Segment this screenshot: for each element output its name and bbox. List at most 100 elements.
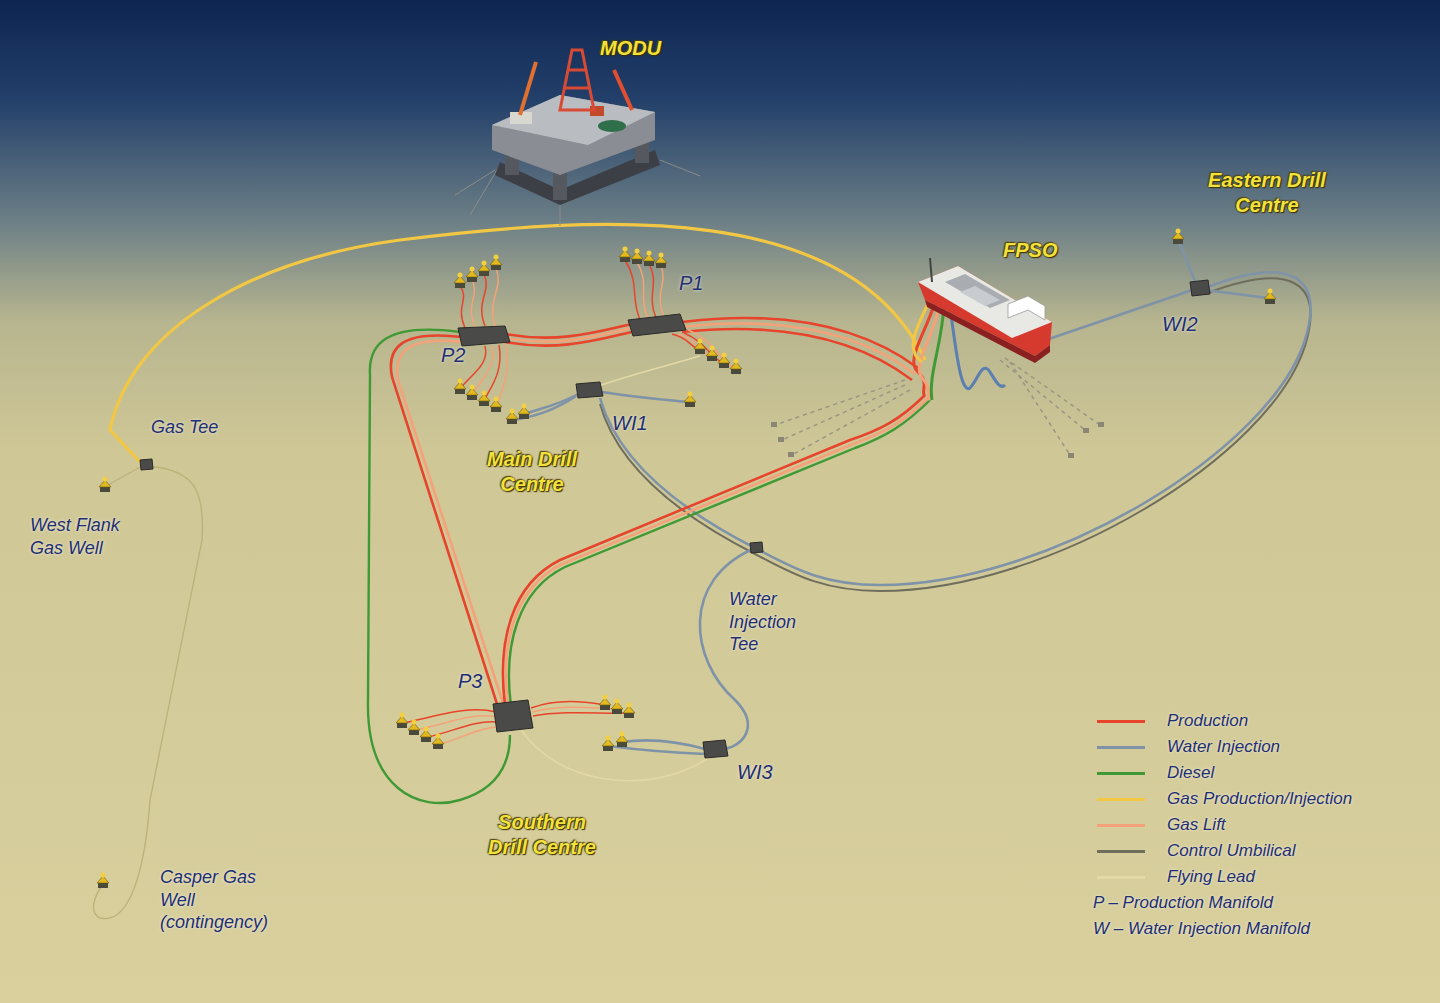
- mooring-line: [1000, 360, 1085, 430]
- water-injection-line: [608, 746, 705, 754]
- production-lines: [391, 318, 928, 705]
- legend-row: Production: [1093, 708, 1352, 734]
- wellhead: [631, 249, 643, 265]
- well-lead: [440, 727, 498, 744]
- rig-crane: [520, 62, 536, 115]
- well-lead: [660, 266, 664, 317]
- legend-text: Gas Production/Injection: [1167, 789, 1352, 809]
- anchor: [788, 452, 794, 457]
- well-lead: [471, 280, 475, 327]
- well-label: Casper Gas Well (contingency): [160, 866, 278, 934]
- well-lead: [460, 286, 465, 328]
- wellhead: [1172, 229, 1184, 245]
- flying-lead: [598, 356, 700, 386]
- vessel-label: FPSO: [1003, 238, 1057, 263]
- wellhead: [619, 247, 631, 263]
- manifold-label: P1: [679, 271, 703, 296]
- fpso-accommodation: [1008, 296, 1045, 320]
- flying-lead: [520, 728, 712, 781]
- legend-row: W – Water Injection Manifold: [1093, 916, 1352, 942]
- manifold-label: P3: [458, 669, 482, 694]
- water-injection-manifold: [576, 382, 603, 398]
- legend-box: ProductionWater InjectionDieselGas Produ…: [1093, 708, 1352, 942]
- wellhead: [623, 703, 635, 719]
- wellhead: [420, 727, 432, 743]
- wellheads: [97, 229, 1276, 889]
- legend-swatch: [1097, 876, 1145, 879]
- wellhead: [718, 353, 730, 369]
- wellhead: [432, 734, 444, 750]
- mooring-line: [1010, 362, 1070, 455]
- fpso-module: [960, 286, 1000, 306]
- manifold-label: WI1: [612, 411, 648, 436]
- rig-crane: [614, 70, 632, 110]
- diesel-lines: [368, 330, 930, 803]
- anchor: [1068, 453, 1074, 458]
- water-injection-line: [512, 396, 576, 420]
- rig-helideck: [598, 120, 626, 132]
- wellhead: [655, 253, 667, 269]
- anchor: [771, 422, 777, 427]
- gas-lift-line: [397, 341, 503, 703]
- water-injection-line: [602, 392, 688, 402]
- water-injection-line: [1205, 290, 1268, 298]
- production-line: [682, 329, 912, 380]
- legend-row: P – Production Manifold: [1093, 890, 1352, 916]
- water-injection-tee: [750, 542, 763, 553]
- legend-text: Diesel: [1167, 763, 1214, 783]
- gas-lift-line: [505, 328, 632, 342]
- fpso-vessel: [913, 258, 1052, 400]
- manifold-label: P2: [441, 343, 465, 368]
- wellhead: [602, 736, 614, 752]
- fpso-module: [945, 274, 1010, 308]
- well-label: West Flank Gas Well: [30, 514, 134, 559]
- gas-lift-line: [682, 324, 915, 374]
- well-leads: [404, 260, 736, 744]
- well-lead: [482, 274, 486, 326]
- manifold-label: WI3: [737, 760, 773, 785]
- vessel-label: MODU: [600, 36, 661, 61]
- mooring-line: [775, 380, 905, 425]
- riser: [931, 305, 944, 400]
- wellhead: [490, 397, 502, 413]
- water-injection-line: [1178, 240, 1198, 288]
- wellhead: [684, 392, 696, 408]
- wellhead: [97, 873, 109, 889]
- well-lead: [493, 268, 498, 326]
- wellhead: [706, 346, 718, 362]
- anchor: [1083, 428, 1089, 433]
- legend-text: Production: [1167, 711, 1248, 731]
- water-injection-manifold: [703, 740, 728, 758]
- legend-row: Gas Production/Injection: [1093, 786, 1352, 812]
- well-lead: [472, 346, 493, 395]
- legend-swatch: [1097, 746, 1145, 749]
- wellhead: [506, 409, 518, 425]
- drill-centre-label: Eastern Drill Centre: [1198, 168, 1336, 218]
- legend-row: Diesel: [1093, 760, 1352, 786]
- wellhead: [396, 713, 408, 729]
- diesel-line: [368, 330, 510, 803]
- wellhead: [1264, 289, 1276, 305]
- manifolds: [140, 280, 1210, 758]
- wellhead: [518, 404, 530, 420]
- control-umbilical: [600, 278, 1310, 591]
- production-manifold: [628, 314, 686, 336]
- legend-row: Flying Lead: [1093, 864, 1352, 890]
- mooring-line: [782, 385, 905, 440]
- legend-swatch: [1097, 824, 1145, 827]
- water-injection-line: [1040, 288, 1198, 342]
- mooring-line: [1005, 358, 1100, 425]
- water-injection-line: [600, 272, 1310, 585]
- drill-centre-label: Southern Drill Centre: [476, 810, 608, 860]
- wellhead: [99, 477, 111, 493]
- wellhead: [611, 699, 623, 715]
- legend-text: Flying Lead: [1167, 867, 1255, 887]
- production-line: [505, 332, 632, 346]
- wellhead: [599, 695, 611, 711]
- legend-swatch: [1097, 772, 1145, 775]
- production-manifold: [458, 326, 510, 346]
- legend-swatch: [1097, 798, 1145, 801]
- well-lead: [637, 262, 648, 319]
- wellhead: [478, 261, 490, 277]
- wellhead: [694, 339, 706, 355]
